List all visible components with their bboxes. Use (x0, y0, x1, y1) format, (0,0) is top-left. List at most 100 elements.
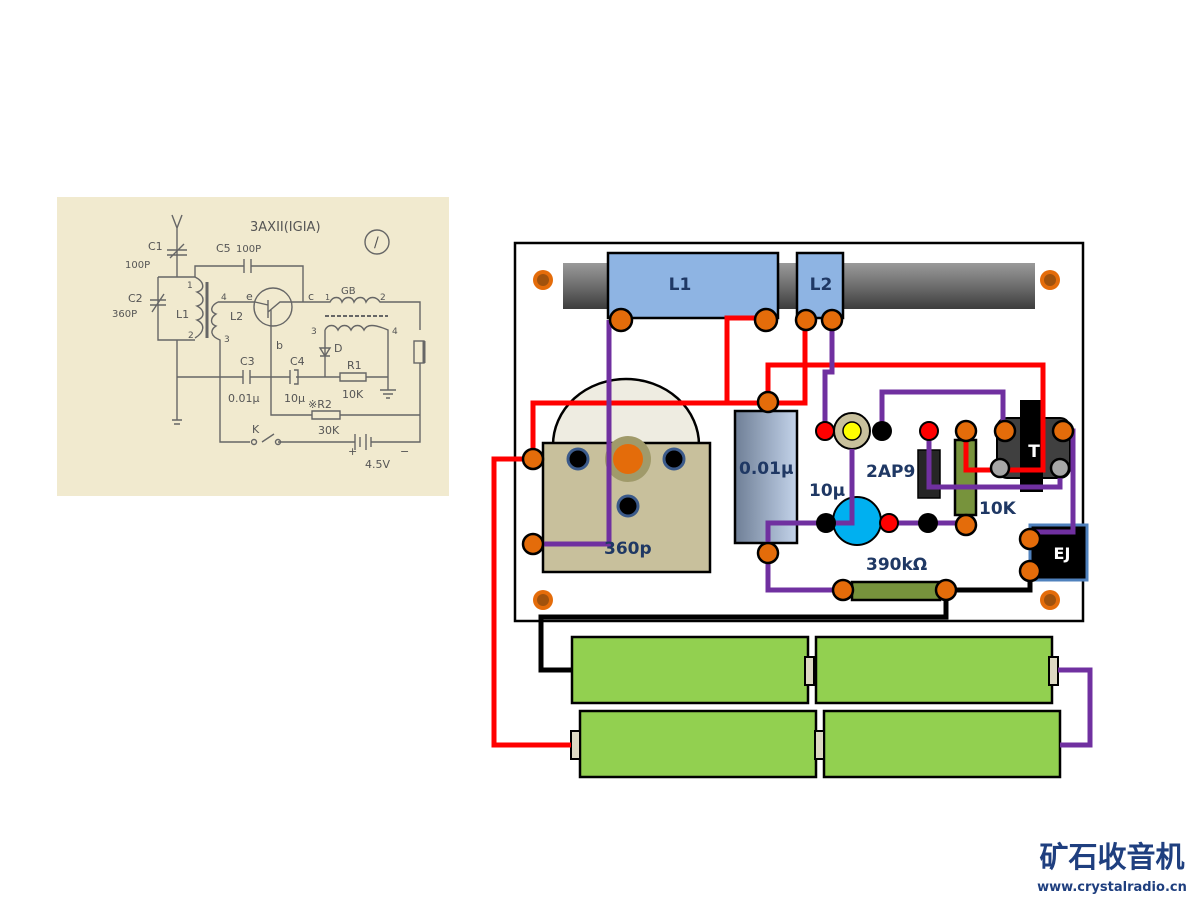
label-emitter: e (246, 290, 253, 303)
coil-l2-label: L2 (810, 275, 833, 295)
label-c5-value: 100P (236, 244, 261, 255)
terminal[interactable] (794, 308, 818, 332)
label-c2-value: 360P (112, 309, 137, 320)
wire-red (530, 320, 808, 459)
capacitor-hole (566, 447, 590, 471)
coil-l1-label: L1 (669, 275, 692, 295)
label-c3-value: 0.01μ (228, 392, 260, 405)
label-pin1: 1 (187, 281, 193, 291)
terminal[interactable] (993, 419, 1017, 443)
terminal[interactable] (954, 513, 978, 537)
variable-capacitor-dial (551, 377, 701, 447)
pin-black (872, 421, 892, 441)
resistor-390k-label: 390kΩ (866, 555, 927, 575)
terminal[interactable] (831, 578, 855, 602)
wire-black (538, 590, 949, 673)
wire-red (963, 431, 1000, 473)
battery (578, 709, 818, 779)
terminal[interactable] (989, 457, 1011, 479)
variable-capacitor-label: 360p (604, 539, 652, 559)
electrolytic-label: 10μ (809, 481, 845, 501)
terminal[interactable] (820, 308, 844, 332)
label-c3: C3 (240, 355, 255, 368)
label-c2: C2 (128, 292, 143, 305)
label-pin3: 3 (224, 335, 230, 345)
label-d: D (334, 342, 342, 355)
label-c1-value: 100P (125, 260, 150, 271)
label-r2: ※R2 (308, 398, 332, 411)
label-gb-pin4: 4 (392, 327, 398, 337)
label-r1: R1 (347, 359, 362, 372)
schematic-image: 3AXII(IGIA) / C1 100P C5 100P C2 360P L1… (57, 197, 449, 496)
wire-red (724, 315, 766, 403)
battery-pack (570, 635, 1062, 779)
resistor-390k (850, 580, 942, 602)
label-gb-pin3: 3 (311, 327, 317, 337)
terminal[interactable] (521, 447, 545, 471)
terminal[interactable] (756, 390, 780, 414)
transformer-label: T (1028, 442, 1040, 462)
wire-purple (1058, 667, 1093, 748)
label-r1-value: 10K (342, 388, 364, 401)
label-minus: − (400, 445, 409, 458)
terminal[interactable] (1049, 457, 1071, 479)
terminal[interactable] (954, 419, 978, 443)
coil-l2 (795, 251, 845, 320)
label-r2-value: 30K (318, 424, 340, 437)
terminal[interactable] (934, 578, 958, 602)
wire-red (765, 362, 1046, 473)
label-base: b (276, 339, 283, 352)
earphone-jack-label: EJ (1054, 544, 1071, 563)
logo: 矿石收音机 www.crystalradio.cn (1037, 840, 1187, 895)
terminal[interactable] (1018, 559, 1042, 583)
label-c5: C5 (216, 242, 231, 255)
battery (822, 709, 1062, 779)
terminal[interactable] (753, 307, 779, 333)
label-l2: L2 (230, 310, 243, 323)
pin-red (879, 513, 899, 533)
terminal[interactable] (521, 532, 545, 556)
label-k: K (252, 423, 260, 436)
capacitor-label: 0.01μ (739, 459, 793, 479)
label-gb-pin1: 1 (325, 293, 330, 302)
label-plus: + (348, 445, 357, 458)
schematic-paper (57, 197, 449, 496)
terminal[interactable] (1051, 419, 1075, 443)
logo-name: 矿石收音机 (1039, 840, 1184, 874)
pin-red (919, 421, 939, 441)
wiring-layout: L1 L2 (491, 241, 1093, 779)
wire-purple (822, 320, 835, 431)
battery (814, 635, 1054, 705)
wire-purple (533, 320, 612, 547)
label-l1: L1 (176, 308, 189, 321)
figure-number: / (374, 235, 379, 251)
label-c4-value: 10μ (284, 392, 305, 405)
label-battery: 4.5V (365, 458, 390, 471)
terminal[interactable] (756, 541, 780, 565)
coil-l1 (606, 251, 780, 320)
mounting-holes (533, 270, 1060, 610)
label-gb-pin2: 2 (380, 293, 386, 303)
terminals (521, 307, 1075, 602)
label-c4: C4 (290, 355, 305, 368)
pin-black (918, 513, 938, 533)
pin-red (815, 421, 835, 441)
capacitor-hole (662, 447, 686, 471)
resistor-10k-label: 10K (979, 499, 1017, 519)
label-pin2: 2 (188, 331, 194, 341)
terminal[interactable] (1018, 527, 1042, 551)
wire-red (491, 456, 571, 748)
terminal[interactable] (608, 307, 634, 333)
capacitor-hole (616, 494, 640, 518)
schematic-lines (150, 214, 426, 450)
diode-label: 2AP9 (866, 462, 915, 482)
label-pin4: 4 (221, 293, 227, 303)
label-collector: c (308, 290, 314, 303)
battery (570, 635, 810, 705)
schematic-title: 3AXII(IGIA) (250, 220, 321, 235)
wire-purple (879, 389, 1006, 431)
pin-black (816, 513, 836, 533)
label-gb: GB (341, 286, 356, 297)
label-c1: C1 (148, 240, 163, 253)
